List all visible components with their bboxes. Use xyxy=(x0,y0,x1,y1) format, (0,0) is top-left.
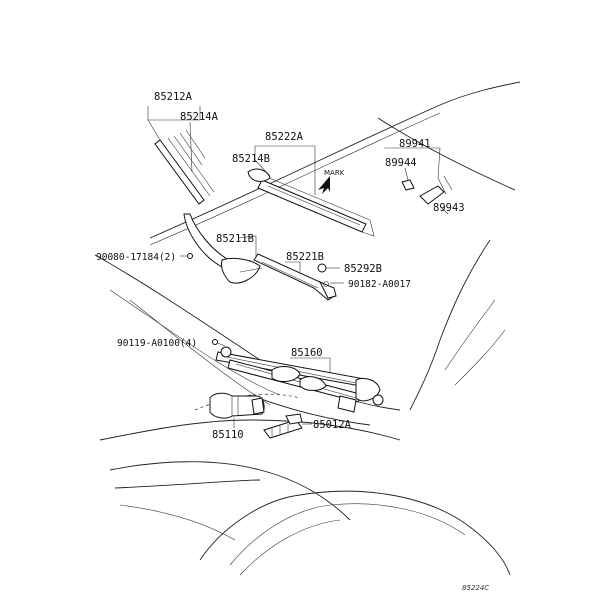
label-89943: 89943 xyxy=(433,202,465,214)
wiper-link-85160 xyxy=(212,339,384,413)
washer-nozzle-89941 xyxy=(384,147,453,215)
vehicle-body-outline xyxy=(94,81,521,576)
leader-85222A xyxy=(254,145,316,195)
label-85160: 85160 xyxy=(291,347,323,359)
wiper-blade-85212A xyxy=(154,129,215,205)
connector-85012A xyxy=(263,413,312,439)
label-85222A: 85222A xyxy=(265,131,304,143)
label-90080-17184: 90080-17184(2) xyxy=(96,252,176,263)
label-90182-A0017: 90182-A0017 xyxy=(348,279,411,290)
label-89941: 89941 xyxy=(399,138,431,150)
label-mark: MARK xyxy=(324,169,345,177)
label-89944: 89944 xyxy=(385,157,417,169)
label-85292B: 85292B xyxy=(344,263,382,275)
label-85214B: 85214B xyxy=(232,153,270,165)
reference-code: 85224C xyxy=(462,584,489,592)
label-85110: 85110 xyxy=(212,429,244,441)
label-85012A: 85012A xyxy=(313,419,352,431)
label-85221B: 85221B xyxy=(286,251,324,263)
label-85214A: 85214A xyxy=(180,111,219,123)
wiper-motor-85110 xyxy=(209,392,265,428)
label-85212A: 85212A xyxy=(154,91,193,103)
leader-85212A xyxy=(147,106,201,173)
label-90119-A0100: 90119-A0100(4) xyxy=(117,338,197,349)
mark-arrow xyxy=(318,176,330,194)
wiper-arm-85211B xyxy=(180,213,263,284)
label-85211B: 85211B xyxy=(216,233,254,245)
wiper-blade-85222A xyxy=(247,168,375,237)
wiper-arm-85221B xyxy=(253,253,344,301)
